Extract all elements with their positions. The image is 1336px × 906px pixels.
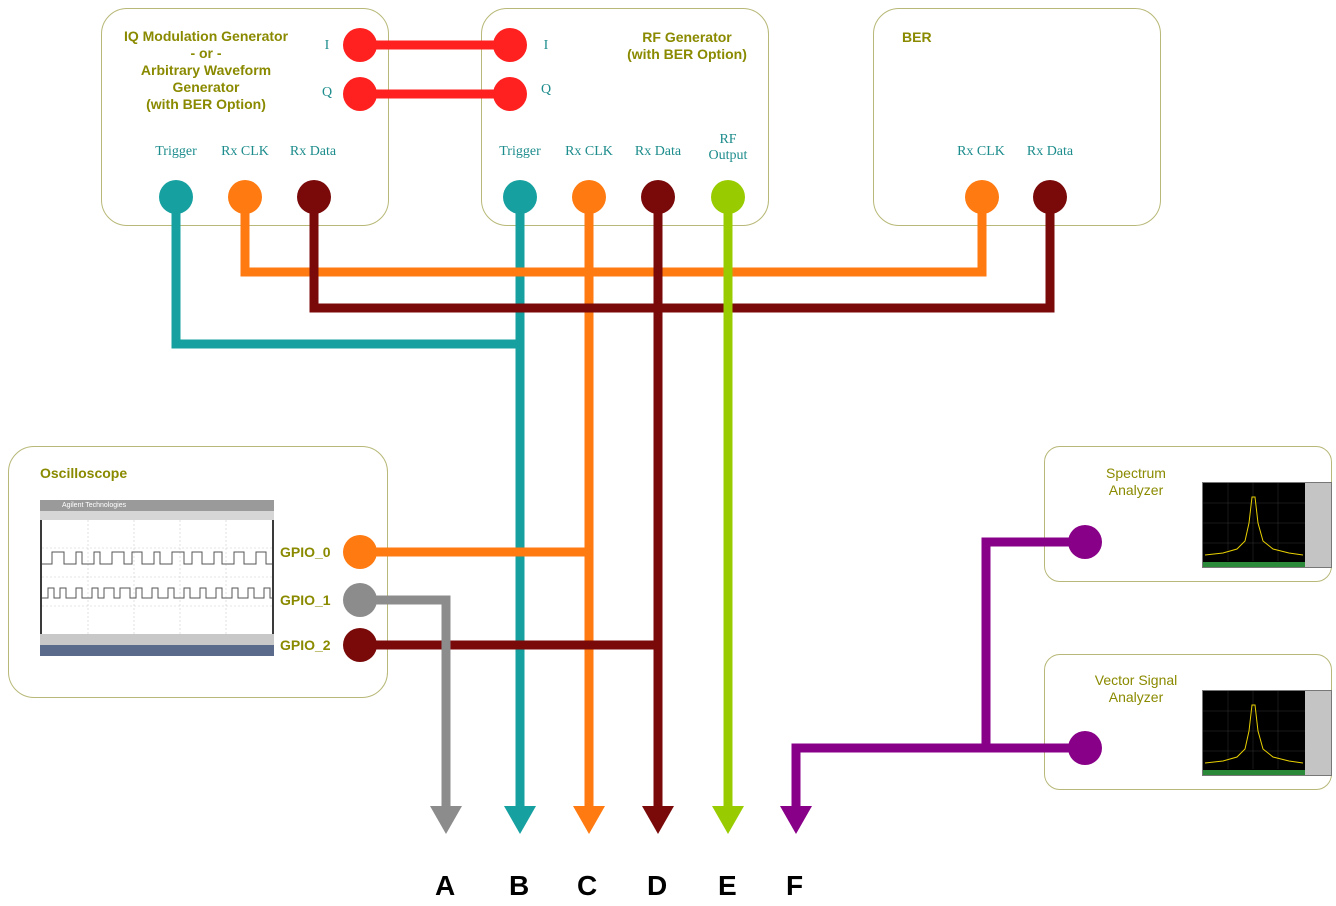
ber-box bbox=[873, 8, 1161, 226]
scope-waveforms bbox=[42, 520, 272, 634]
output-label-e: E bbox=[718, 870, 737, 901]
spectrum-analyzer-status bbox=[1203, 562, 1305, 567]
gpio0-label: GPIO_0 bbox=[280, 544, 331, 560]
vsa-screen-image bbox=[1202, 690, 1332, 776]
iq-rxclk-label: Rx CLK bbox=[221, 144, 269, 159]
rf-port-q-dot bbox=[493, 77, 527, 111]
analyzer-f-wire bbox=[791, 743, 986, 812]
spectrum-analyzer-title: Spectrum Analyzer bbox=[1106, 465, 1166, 498]
iq-rxdata-dot bbox=[297, 180, 331, 214]
rf-rxdata-dot bbox=[641, 180, 675, 214]
ber-rxdata-label: Rx Data bbox=[1026, 144, 1074, 159]
vsa-softkeys bbox=[1305, 691, 1331, 775]
rf-trigger-label: Trigger bbox=[499, 144, 541, 159]
rf-output-label: RF Output bbox=[708, 132, 748, 163]
output-label-a: A bbox=[435, 870, 456, 901]
oscilloscope-screen-image: Agilent Technologies bbox=[40, 500, 274, 656]
scope-status-bar bbox=[40, 511, 274, 520]
trigger-iq-wire bbox=[171, 198, 520, 349]
oscilloscope-title: Oscilloscope bbox=[40, 465, 128, 481]
rf-rxdata-label: Rx Data bbox=[634, 144, 682, 159]
spectrum-trace bbox=[1203, 483, 1305, 561]
rf-rxclk-dot bbox=[572, 180, 606, 214]
arrow-e bbox=[712, 806, 744, 834]
rxdata-ber-wire bbox=[309, 198, 1055, 313]
iq-port-q-label: Q bbox=[321, 85, 333, 100]
output-label-f: F bbox=[786, 870, 804, 901]
iq-generator-title: IQ Modulation Generator - or - Arbitrary… bbox=[123, 28, 289, 112]
output-label-b: B bbox=[509, 870, 530, 901]
arrow-b bbox=[504, 806, 536, 834]
rf-generator-title: RF Generator (with BER Option) bbox=[627, 29, 747, 62]
vsa-trace bbox=[1203, 691, 1305, 769]
output-label-d: D bbox=[647, 870, 668, 901]
output-label-c: C bbox=[577, 870, 598, 901]
rf-port-i-label: I bbox=[543, 38, 549, 53]
spectrum-analyzer-dot bbox=[1068, 525, 1102, 559]
iq-port-i-dot bbox=[343, 28, 377, 62]
iq-trigger-label: Trigger bbox=[155, 144, 197, 159]
gpio1-label: GPIO_1 bbox=[280, 592, 331, 608]
rxclk-ber-wire bbox=[240, 198, 987, 277]
spectrum-analyzer-softkeys bbox=[1305, 483, 1331, 567]
rf-port-q-label: Q bbox=[540, 82, 552, 97]
spectrum-analyzer-screen-image bbox=[1202, 482, 1332, 568]
ber-title: BER bbox=[902, 29, 932, 45]
iq-rxclk-dot bbox=[228, 180, 262, 214]
iq-port-q-dot bbox=[343, 77, 377, 111]
ber-rxclk-label: Rx CLK bbox=[957, 144, 1005, 159]
iq-port-i-label: I bbox=[324, 38, 330, 53]
iq-rxdata-label: Rx Data bbox=[289, 144, 337, 159]
gpio1-dot bbox=[343, 583, 377, 617]
ber-rxdata-dot bbox=[1033, 180, 1067, 214]
rf-rxclk-label: Rx CLK bbox=[565, 144, 613, 159]
arrow-c bbox=[573, 806, 605, 834]
rf-output-dot bbox=[711, 180, 745, 214]
ber-rxclk-dot bbox=[965, 180, 999, 214]
vsa-status bbox=[1203, 770, 1305, 775]
rf-trigger-dot bbox=[503, 180, 537, 214]
vsa-dot bbox=[1068, 731, 1102, 765]
rf-port-i-dot bbox=[493, 28, 527, 62]
gpio2-dot bbox=[343, 628, 377, 662]
arrow-d bbox=[642, 806, 674, 834]
arrow-f bbox=[780, 806, 812, 834]
scope-softkey-bar bbox=[40, 645, 274, 656]
gpio0-dot bbox=[343, 535, 377, 569]
iq-trigger-dot bbox=[159, 180, 193, 214]
gpio1-wire bbox=[362, 595, 451, 812]
scope-header: Agilent Technologies bbox=[40, 500, 274, 511]
scope-measure-bar bbox=[40, 634, 274, 645]
scope-waveform-area bbox=[42, 520, 272, 634]
vector-signal-analyzer-title: Vector Signal Analyzer bbox=[1094, 672, 1178, 705]
gpio2-label: GPIO_2 bbox=[280, 637, 331, 653]
analyzer-wire bbox=[981, 537, 1084, 753]
arrow-a bbox=[430, 806, 462, 834]
